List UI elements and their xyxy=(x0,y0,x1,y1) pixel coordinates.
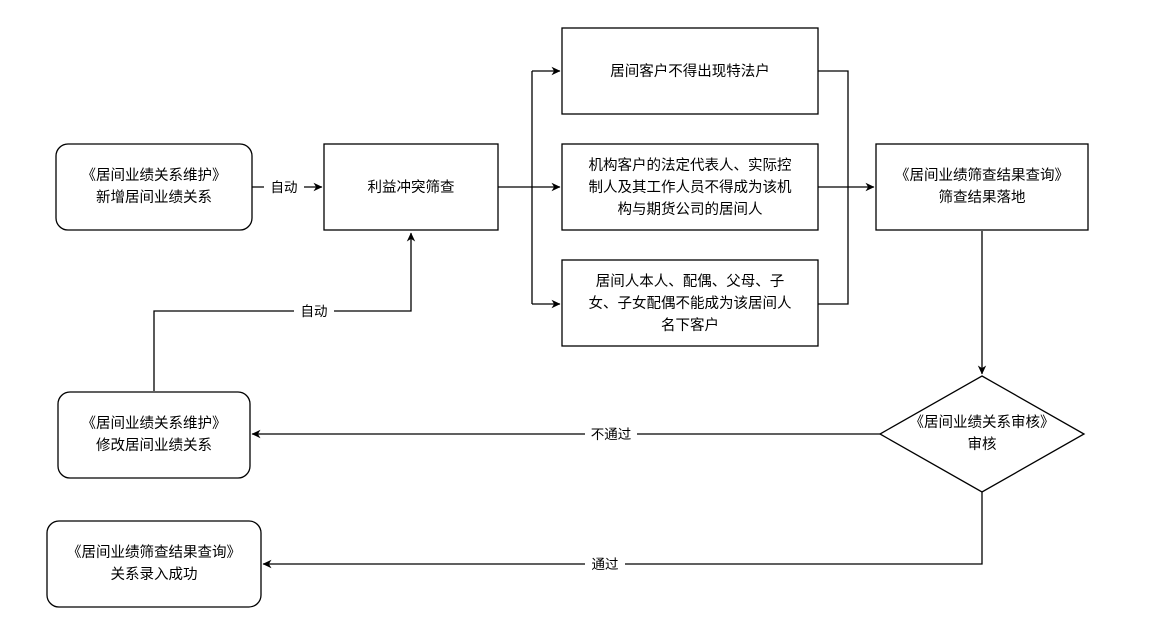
node-conflict-check: 利益冲突筛查 xyxy=(323,143,499,231)
node-maintain-add-line-1: 《居间业绩关系维护》 xyxy=(82,167,227,184)
node-rule2-line-3: 构与期货公司的居间人 xyxy=(618,201,763,218)
edge-label-auto-2: 自动 xyxy=(301,304,328,320)
node-conflict-check-line-1: 利益冲突筛查 xyxy=(368,179,455,196)
node-rule1-line-1: 居间客户不得出现特法户 xyxy=(610,63,770,80)
node-screen-result: 《居间业绩筛查结果查询》 筛查结果落地 xyxy=(875,143,1089,231)
node-maintain-modify-line-1: 《居间业绩关系维护》 xyxy=(82,415,227,432)
node-rule3-line-1: 居间人本人、配偶、父母、子 xyxy=(596,273,785,290)
node-screen-result-line-2: 筛查结果落地 xyxy=(939,189,1026,206)
edge-modify-to-conflict-check xyxy=(153,232,416,391)
node-maintain-modify: 《居间业绩关系维护》 修改居间业绩关系 xyxy=(57,391,251,479)
edge-review-to-success xyxy=(262,492,983,569)
node-maintain-modify-line-2: 修改居间业绩关系 xyxy=(96,437,212,454)
node-rule2-line-1: 机构客户的法定代表人、实际控 xyxy=(589,157,792,174)
node-rule-relatives: 居间人本人、配偶、父母、子 女、子女配偶不能成为该居间人 名下客户 xyxy=(561,259,819,347)
node-maintain-add: 《居间业绩关系维护》 新增居间业绩关系 xyxy=(55,143,253,231)
node-rule3-line-2: 女、子女配偶不能成为该居间人 xyxy=(589,294,792,312)
node-maintain-add-line-2: 新增居间业绩关系 xyxy=(96,189,212,206)
edge-label-approve: 通过 xyxy=(592,557,620,573)
node-rule-institution-staff: 机构客户的法定代表人、实际控 制人及其工作人员不得成为该机 构与期货公司的居间人 xyxy=(561,143,819,231)
node-review-line-2: 审核 xyxy=(968,436,997,453)
node-rule3-line-3: 名下客户 xyxy=(661,317,719,334)
edge-label-auto-1: 自动 xyxy=(271,180,298,196)
node-success-line-1: 《居间业绩筛查结果查询》 xyxy=(67,544,241,561)
node-screen-result-line-1: 《居间业绩筛查结果查询》 xyxy=(895,167,1069,184)
edge-label-reject: 不通过 xyxy=(591,427,632,443)
node-review-decision: 《居间业绩关系审核》 审核 xyxy=(878,375,1086,493)
node-rule-special-accounts: 居间客户不得出现特法户 xyxy=(561,27,819,115)
node-entry-success: 《居间业绩筛查结果查询》 关系录入成功 xyxy=(46,520,262,608)
node-review-line-1: 《居间业绩关系审核》 xyxy=(910,414,1055,431)
node-success-line-2: 关系录入成功 xyxy=(111,566,198,583)
node-rule2-line-2: 制人及其工作人员不得成为该机 xyxy=(589,179,792,196)
